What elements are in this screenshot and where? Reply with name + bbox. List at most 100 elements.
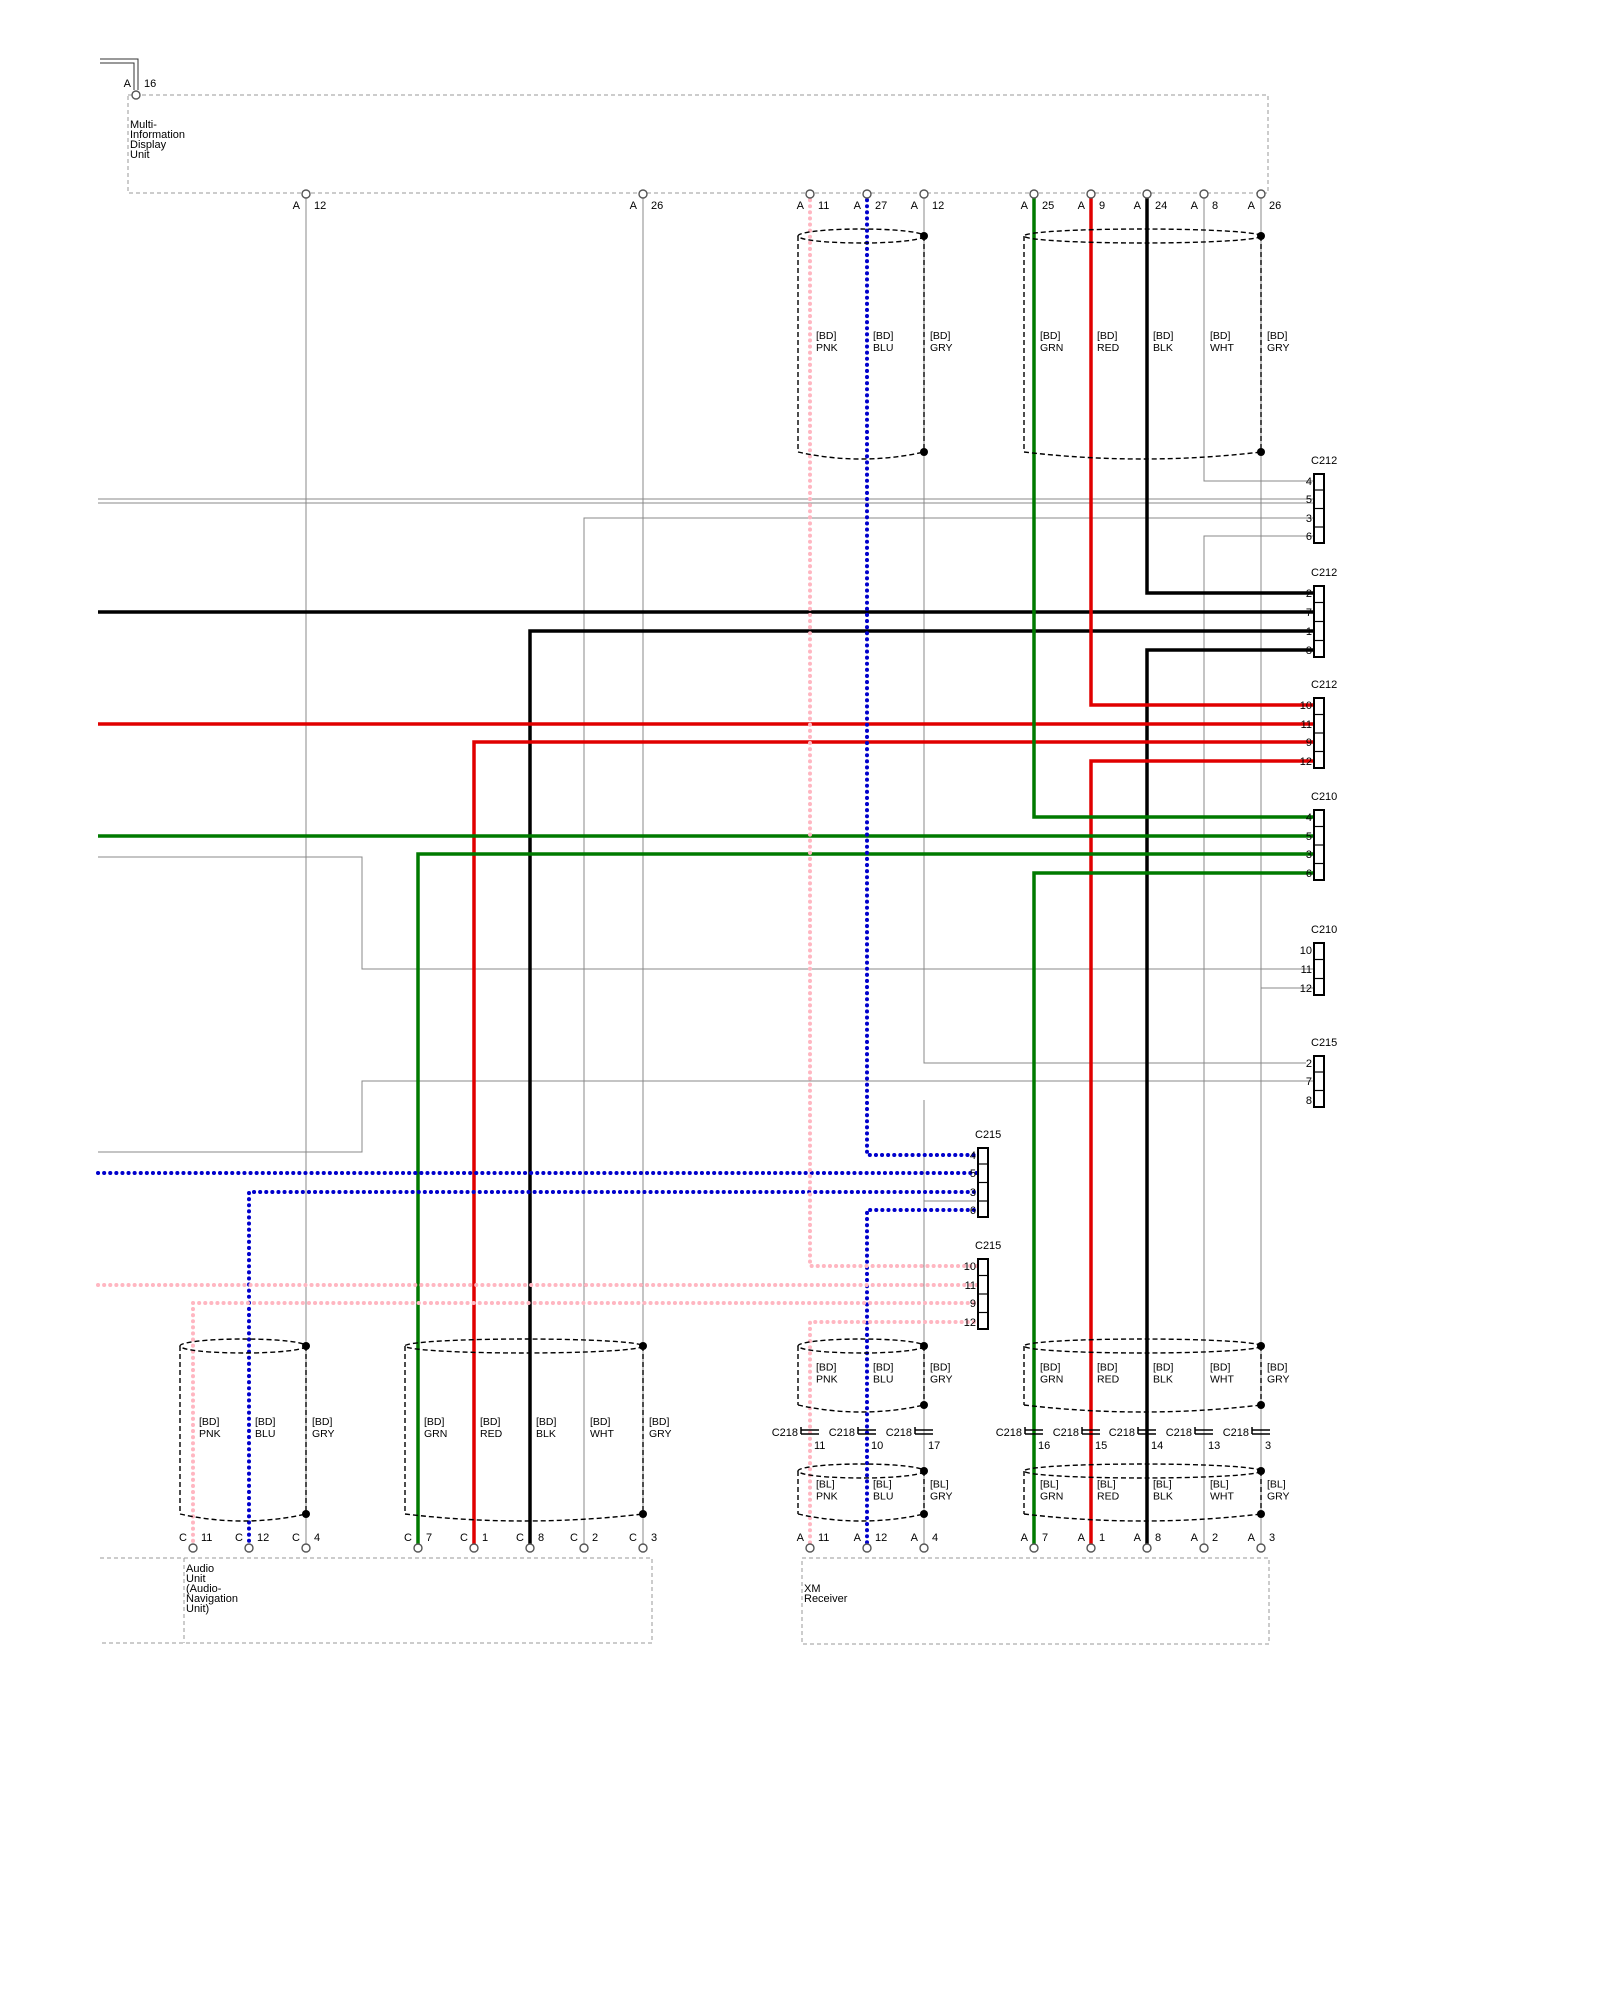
connector-pin-number: 7: [1306, 1076, 1312, 1088]
pin-circle: [1086, 189, 1096, 199]
connector-pin-number: 4: [1306, 812, 1312, 824]
pin-number: 8: [538, 1532, 544, 1544]
connector-name: C215: [975, 1240, 1001, 1252]
connector-pin-number: 12: [964, 1317, 976, 1329]
shield-top-left: [BD]PNK[BD]BLU[BD]GRY: [797, 228, 953, 460]
shield-bottom: [797, 1404, 925, 1413]
pin-circle: [413, 1543, 423, 1553]
wire-color-label: RED: [1097, 342, 1120, 354]
wire-color-label: BLU: [255, 1428, 275, 1440]
pin-circle: [1256, 1543, 1266, 1553]
pin-number: 12: [314, 200, 326, 212]
pin-connector-letter: A: [1078, 1532, 1086, 1544]
connector-pin-number: 12: [1300, 756, 1312, 768]
connector-pin-number: 9: [970, 1298, 976, 1310]
pin-number: 7: [1042, 1532, 1048, 1544]
pin-number: 2: [1212, 1532, 1218, 1544]
connector-name: C218: [1053, 1427, 1079, 1439]
connector-pin-number: 2: [1306, 1058, 1312, 1070]
pin-connector-letter: A: [797, 1532, 805, 1544]
pin-connector-letter: A: [854, 1532, 862, 1544]
thin-wire: [1203, 194, 1316, 482]
pin-number: 1: [482, 1532, 488, 1544]
pin-connector-letter: A: [1248, 1532, 1256, 1544]
shield-xm-bl-right: [BL]GRN[BL]RED[BL]BLK[BL]WHT[BL]GRY: [1023, 1463, 1290, 1522]
pin-circle: [638, 1543, 648, 1553]
shield-drain-dot: [302, 1510, 310, 1518]
wire-color-label: WHT: [1210, 1374, 1234, 1386]
pin-connector-letter: C: [404, 1532, 412, 1544]
connector-pin-number: 9: [1306, 737, 1312, 749]
mid-name-line: Unit: [130, 149, 150, 161]
wire-color-label: GRY: [930, 342, 953, 354]
connector-pin-number: 13: [1208, 1440, 1220, 1452]
wire-group-label: [BD]: [1267, 1362, 1288, 1374]
pin-circle: [919, 189, 929, 199]
wire-color-label: BLK: [1153, 342, 1173, 354]
wire-color-label: BLU: [873, 1491, 893, 1503]
pin-circle: [638, 189, 648, 199]
wire-group-label: [BD]: [1153, 330, 1174, 342]
wire-color-label: GRY: [930, 1374, 953, 1386]
wire-group-label: [BD]: [424, 1416, 445, 1428]
connector-pin-number: 11: [814, 1440, 825, 1452]
pin-number: 26: [1269, 200, 1281, 212]
thin-wire: [1203, 535, 1316, 1548]
shield-drain-dot: [1257, 232, 1265, 240]
wire-group-label: [BD]: [480, 1416, 501, 1428]
connector-pin-number: 3: [970, 1187, 976, 1199]
wire-blu: [865, 1208, 982, 1550]
diagram-labels: Multi-InformationDisplayUnitAudioUnit(Au…: [130, 119, 848, 1615]
pin-circle: [188, 1543, 198, 1553]
wire-blu: [247, 1190, 982, 1550]
ground-lead: [100, 62, 135, 90]
connector-name: C210: [1311, 924, 1337, 936]
wire-red: [1089, 759, 1316, 1548]
audio-unit-name-line: Unit: [186, 1573, 206, 1585]
pin-connector-letter: A: [1021, 200, 1029, 212]
shield-bottom: [1023, 451, 1262, 460]
connector-name: C218: [886, 1427, 912, 1439]
pin-circle: [1142, 189, 1152, 199]
pin-circle: [469, 1543, 479, 1553]
shield-drain-dot: [1257, 448, 1265, 456]
pin-connector-letter: A: [797, 200, 805, 212]
pin-number: 1: [1099, 1532, 1105, 1544]
wire-group-label: [BD]: [1040, 330, 1061, 342]
wire-color-label: GRN: [1040, 1491, 1063, 1503]
pin-circle: [1199, 189, 1209, 199]
pin-connector-letter: A: [124, 78, 132, 90]
shield-ellipse: [179, 1338, 307, 1354]
shield-drain-dot: [639, 1510, 647, 1518]
shield-drain-dot: [920, 232, 928, 240]
wire-color-label: GRY: [649, 1428, 672, 1440]
wire-group-label: [BL]: [1153, 1479, 1172, 1491]
connector-pin-number: 6: [1306, 868, 1312, 880]
pin-connector-letter: A: [1134, 1532, 1142, 1544]
connector-name: C215: [975, 1129, 1001, 1141]
wire-pnk: [191, 1301, 982, 1550]
connector-name: C218: [1109, 1427, 1135, 1439]
mid-name-line: Multi-: [130, 119, 157, 131]
shield-bottom: [797, 451, 925, 460]
pin-circle: [862, 1543, 872, 1553]
connector-pin-number: 3: [1306, 849, 1312, 861]
audio-unit-name-line: Unit): [186, 1603, 209, 1615]
shield-drain-dot: [1257, 1510, 1265, 1518]
pin-connector-letter: A: [911, 200, 919, 212]
pin-circle: [1029, 1543, 1039, 1553]
wire-color-label: BLK: [536, 1428, 556, 1440]
wire-group-label: [BD]: [816, 1362, 837, 1374]
pin-number: 24: [1155, 200, 1167, 212]
pin-number: 12: [875, 1532, 887, 1544]
